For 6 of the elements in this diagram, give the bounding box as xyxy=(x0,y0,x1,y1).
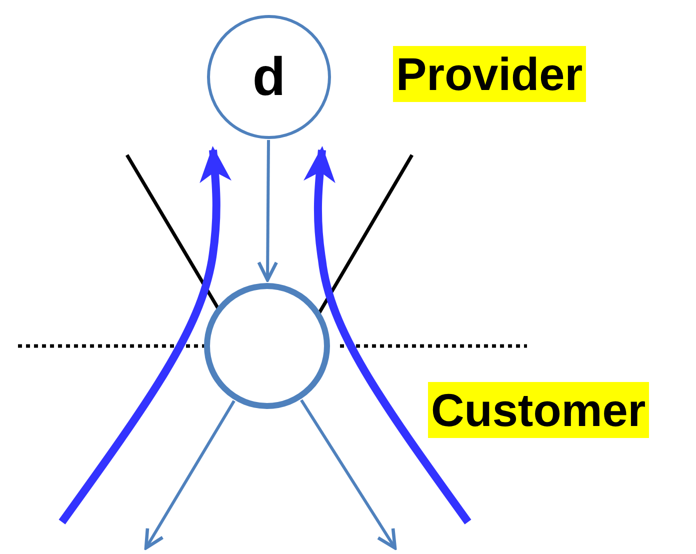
arrow xyxy=(300,399,397,550)
node-letter: d xyxy=(252,46,286,108)
arrow xyxy=(144,400,236,550)
role-label: Provider xyxy=(393,46,586,102)
role-label: Customer xyxy=(428,382,649,438)
arrow xyxy=(257,140,278,282)
